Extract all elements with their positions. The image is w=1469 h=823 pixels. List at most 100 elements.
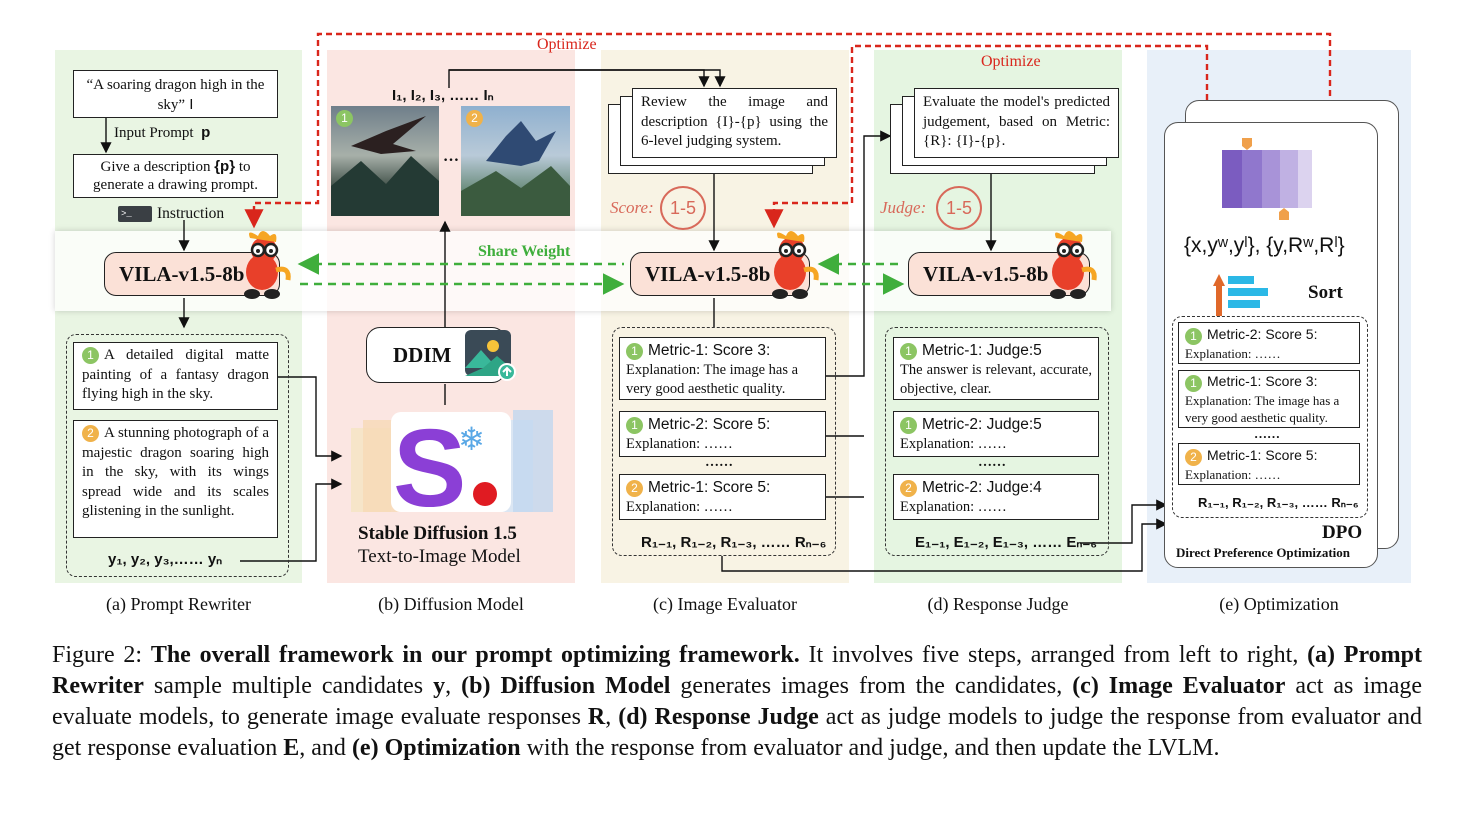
caption-panel-a: (a) Prompt Rewriter [106, 594, 251, 614]
caption-panel-b: (b) Diffusion Model [378, 594, 524, 614]
sorted-1-badge: 1 [1185, 327, 1202, 345]
instruction-box-pre: Give a description [100, 159, 215, 175]
judge-3-head: Metric-2: Judge:4 [922, 479, 1042, 496]
judge-dots: …… [978, 455, 1006, 470]
dragon-mascot-icon [232, 230, 294, 305]
caption-text: sample multiple candidates [143, 673, 434, 699]
caption-bold-c: (c) Image Evaluator [1072, 673, 1286, 699]
judge-3-badge: 2 [900, 480, 917, 498]
judge-1-body: The answer is relevant, accurate, object… [900, 362, 1092, 397]
judge-range-text: 1-5 [945, 198, 972, 218]
score-range-circle: 1-5 [660, 186, 706, 230]
dpo-full-label: Direct Preference Optimization [1176, 545, 1350, 560]
input-prompt-text: Input Prompt [114, 125, 194, 141]
sort-label: Sort [1308, 282, 1343, 303]
sorted-rs: R₁₋₁, R₁₋₂, R₁₋₃, …… Rₙ₋₆ [1198, 495, 1359, 510]
sorted-2-head: Metric-1: Score 3: [1207, 373, 1318, 389]
evaluator-response-1: 1 Metric-1: Score 3: Explanation: The imag… [619, 337, 826, 400]
dragon-mascot-icon [760, 230, 822, 305]
caption-panel-c: (c) Image Evaluator [653, 594, 797, 614]
sorted-response-1: 1 Metric-2: Score 5: Explanation: …… [1178, 322, 1360, 364]
image-upload-icon [463, 328, 517, 387]
judge-responses-group [885, 327, 1109, 556]
sorted-3-body: Explanation: …… [1185, 466, 1281, 482]
sorted-2-body: Explanation: The image has a very good a… [1185, 392, 1340, 426]
response-1-body: Explanation: The image has a very good a… [626, 362, 799, 397]
rewriter-candidates-group [66, 334, 289, 577]
input-prompt-box: “A soaring dragon high in the sky” I [73, 70, 278, 118]
judge-range-circle: 1-5 [936, 186, 982, 230]
ddim-label: DDIM [393, 343, 452, 367]
sorted-dots: …… [1254, 426, 1280, 441]
text-cursor-icon: I [185, 96, 194, 113]
judge-2-head: Metric-2: Judge:5 [922, 416, 1042, 433]
judge-label: Judge: [880, 198, 927, 217]
response-3-badge: 2 [626, 480, 643, 498]
response-2-body: Explanation: …… [626, 436, 733, 452]
caption-text: with the response from evaluator and jud… [520, 735, 1220, 761]
lvlm-stack-icon [1222, 134, 1322, 231]
instruction-label: Instruction [157, 205, 225, 222]
caption-bold-b: (b) Diffusion Model [461, 673, 671, 699]
caption-bold-e: (e) Optimization [351, 735, 521, 761]
sorted-2-badge: 1 [1185, 374, 1202, 392]
response-1-badge: 1 [626, 343, 643, 361]
caption-panel-e: (e) Optimization [1219, 594, 1339, 614]
stable-diffusion-model-icon: S ❄ [343, 406, 563, 530]
caption-title: The overall framework in our prompt opti… [150, 642, 800, 668]
caption-text: act as image evaluate models, to generat… [52, 673, 1423, 730]
candidate-1-badge: 1 [82, 347, 99, 365]
evaluator-instruction-text: Review the image and description {I}-{p}… [641, 94, 828, 149]
candidate-ys: y₁, y₂, y₃,…… yₙ [108, 551, 223, 568]
evaluator-rs: R₁₋₁, R₁₋₂, R₁₋₃, …… Rₙ₋₆ [641, 534, 827, 551]
figure-caption: Figure 2: The overall framework in our p… [52, 640, 1422, 764]
response-3-body: Explanation: …… [626, 499, 733, 515]
candidate-2-badge: 2 [82, 425, 99, 443]
caption-text: generates images from the candidates, [670, 673, 1073, 699]
caption-lead: Figure 2: [52, 642, 151, 668]
judge-es: E₁₋₁, E₁₋₂, E₁₋₃, …… Eₙ₋₆ [915, 534, 1098, 551]
input-prompt-label: Input Prompt p [114, 124, 210, 142]
svg-text:❄: ❄ [458, 420, 485, 458]
vila-model-label: VILA-v1.5-8b [119, 261, 245, 286]
judge-3-body: Explanation: …… [900, 499, 1007, 515]
caption-text: , [605, 704, 619, 730]
judge-2-badge: 1 [900, 417, 917, 435]
response-2-head: Metric-2: Score 5: [648, 416, 771, 433]
response-1-head: Metric-1: Score 3: [648, 342, 771, 359]
judge-instruction-box: Evaluate the model's predicted judgement… [914, 88, 1119, 158]
caption-text: It involves five steps, arranged from le… [799, 642, 1308, 668]
input-prompt-quote: “A soaring dragon high in the sky” [86, 77, 265, 113]
caption-text: , [445, 673, 462, 699]
dpo-label: DPO [1322, 522, 1363, 543]
caption-bold-a: (a) Prompt Rewriter [52, 642, 1423, 699]
optimize-label-left: Optimize [537, 36, 597, 53]
evaluator-instruction-box: Review the image and description {I}-{p}… [632, 88, 837, 158]
caption-text: act as judge models to judge the respons… [52, 704, 1422, 761]
optimize-label-right: Optimize [981, 53, 1041, 70]
evaluator-responses-group [612, 327, 836, 556]
share-weight-label: Share Weight [478, 243, 571, 260]
terminal-icon: >_ [118, 206, 152, 222]
vila-model-label: VILA-v1.5-8b [645, 261, 771, 286]
sorted-1-head: Metric-2: Score 5: [1207, 326, 1318, 342]
dragon-mascot-icon [1038, 230, 1100, 305]
response-dots: …… [705, 455, 733, 470]
sorted-1-body: Explanation: …… [1185, 345, 1281, 361]
caption-var-y: y [433, 673, 446, 699]
caption-text: , and [299, 735, 352, 761]
caption-bold-d: (d) Response Judge [618, 704, 819, 730]
vila-model-label: VILA-v1.5-8b [923, 261, 1049, 286]
caption-var-e: E [283, 735, 300, 761]
sd-title: Stable Diffusion 1.5 [358, 523, 517, 544]
caption-var-r: R [587, 704, 606, 730]
image-1-badge: 1 [336, 110, 353, 127]
judge-instruction-text: Evaluate the model's predicted judgement… [923, 94, 1110, 149]
